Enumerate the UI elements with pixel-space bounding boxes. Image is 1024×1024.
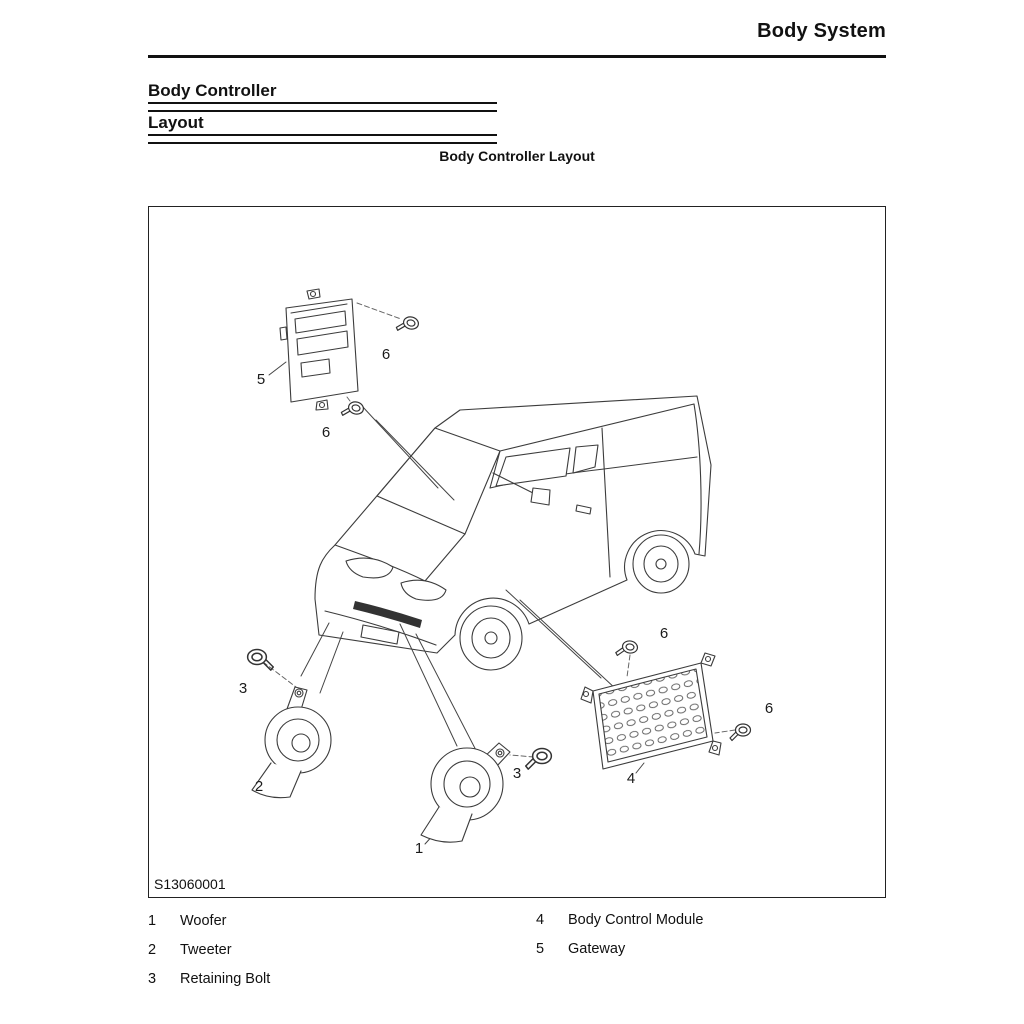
bolt-icon (525, 747, 553, 770)
legend-item: 3 Retaining Bolt (148, 971, 270, 987)
header-rule (148, 55, 886, 58)
section-rule-2 (148, 110, 497, 112)
section-rule-1 (148, 102, 497, 104)
leader-lines (265, 361, 645, 845)
legend-item: 2 Tweeter (148, 942, 232, 958)
gateway-drawing (279, 288, 359, 411)
callout-label: 3 (239, 680, 247, 697)
legend-item-label: Tweeter (180, 942, 232, 958)
legend-item-label: Retaining Bolt (180, 971, 271, 987)
subsection-heading: Layout (148, 113, 204, 132)
section-heading: Body Controller (148, 81, 277, 100)
body-control-module-drawing (580, 652, 722, 770)
bolt-icon (614, 638, 640, 660)
legend-item-number: 3 (148, 971, 157, 987)
bolt-icon (340, 398, 366, 421)
legend-item-number: 1 (148, 913, 157, 929)
subsection-rule-2 (148, 142, 497, 144)
tweeter-drawing (251, 686, 332, 799)
legend-item: 5 Gateway (536, 941, 625, 957)
van-drawing (314, 395, 712, 671)
legend-item-number: 4 (536, 912, 545, 928)
callout-label: 3 (513, 765, 521, 782)
legend-item-number: 5 (536, 941, 545, 957)
callout-label: 5 (257, 371, 265, 388)
subsection-rule-1 (148, 134, 497, 136)
legend-item-label: Body Control Module (568, 912, 704, 928)
figure: 5 6 6 3 2 1 3 4 6 6 S13060001 (148, 206, 886, 898)
legend-item-label: Gateway (568, 941, 626, 957)
legend-item: 1 Woofer (148, 913, 226, 929)
callout-label: 6 (765, 700, 773, 717)
legend-item-number: 2 (148, 942, 157, 958)
page-title: Body System (757, 20, 886, 42)
callout-label: 1 (415, 840, 423, 857)
callout-label: 6 (322, 424, 330, 441)
legend-item-label: Woofer (180, 913, 227, 929)
callout-label: 6 (382, 346, 390, 363)
woofer-drawing (420, 742, 511, 843)
figure-title: Body Controller Layout (439, 148, 595, 164)
callout-label: 4 (627, 770, 635, 787)
body-controller-diagram: 5 6 6 3 2 1 3 4 6 6 (239, 288, 773, 857)
legend-item: 4 Body Control Module (536, 912, 703, 928)
callout-label: 2 (255, 778, 263, 795)
bolt-icon (395, 313, 421, 336)
callout-label: 6 (660, 625, 668, 642)
bolt-dashed-lines (262, 302, 736, 758)
figure-code: S13060001 (154, 876, 226, 892)
bolt-icon (729, 723, 752, 742)
